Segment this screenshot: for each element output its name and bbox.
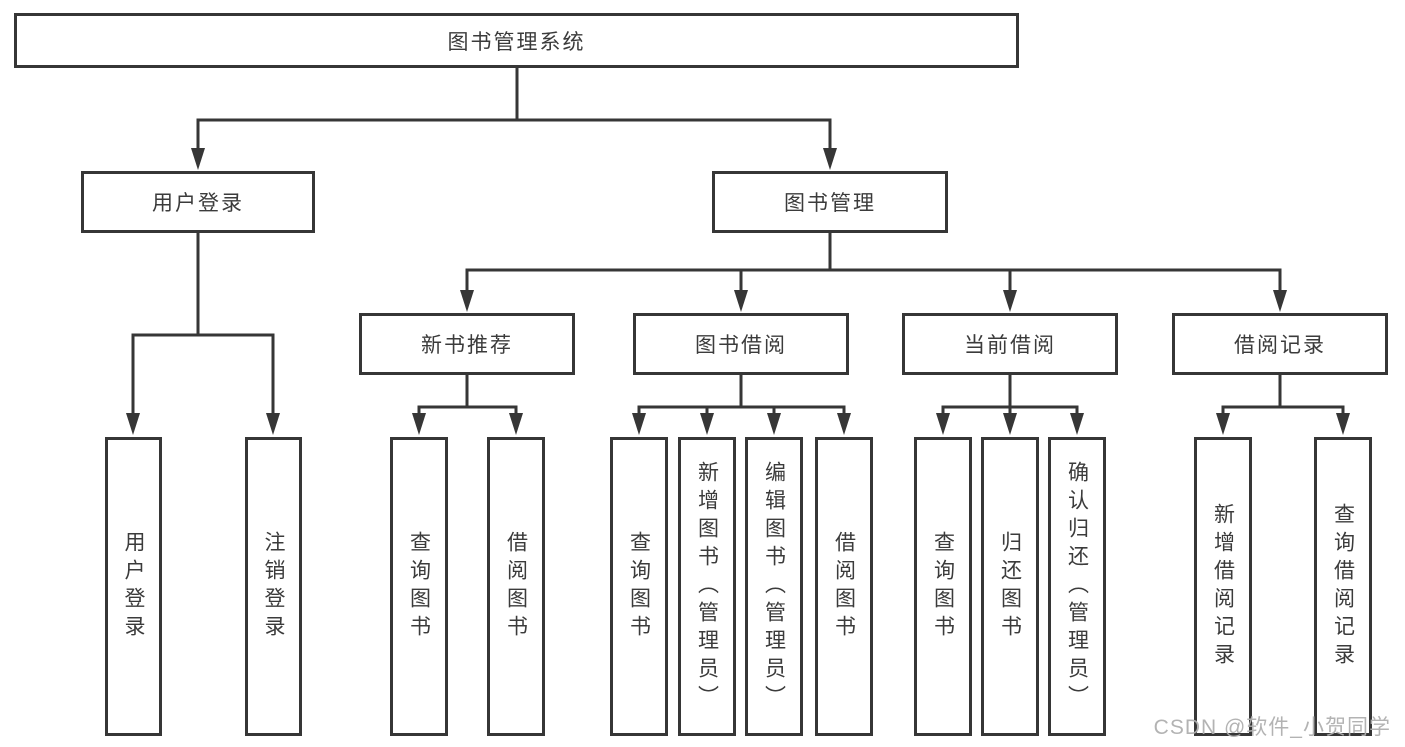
leaf-borrow-books-borrowing: 借阅图书 <box>815 437 873 736</box>
node-book-management: 图书管理 <box>712 171 948 233</box>
leaf-add-books-admin: 新增图书（管理员） <box>678 437 736 736</box>
leaf-edit-books-admin: 编辑图书（管理员） <box>745 437 803 736</box>
node-book-borrowing: 图书借阅 <box>633 313 849 375</box>
node-current-borrowing: 当前借阅 <box>902 313 1118 375</box>
leaf-query-borrow-record-label: 查询借阅记录 <box>1331 502 1355 671</box>
leaf-add-books-admin-label: 新增图书（管理员） <box>695 460 719 713</box>
leaf-query-borrow-record: 查询借阅记录 <box>1314 437 1372 736</box>
leaf-query-books-borrowing-label: 查询图书 <box>627 530 651 643</box>
leaf-confirm-return-admin-label: 确认归还（管理员） <box>1065 460 1089 713</box>
leaf-user-login-label: 用户登录 <box>122 530 145 643</box>
leaf-logout-label: 注销登录 <box>262 530 285 643</box>
leaf-add-borrow-record-label: 新增借阅记录 <box>1211 502 1235 671</box>
leaf-borrow-books-borrowing-label: 借阅图书 <box>832 530 856 643</box>
leaf-query-books-recommend: 查询图书 <box>390 437 448 736</box>
leaf-user-login: 用户登录 <box>105 437 162 736</box>
leaf-borrow-books-recommend-label: 借阅图书 <box>504 530 528 643</box>
leaf-logout: 注销登录 <box>245 437 302 736</box>
leaf-query-books-recommend-label: 查询图书 <box>407 530 431 643</box>
node-user-login: 用户登录 <box>81 171 315 233</box>
leaf-return-books-label: 归还图书 <box>998 530 1022 643</box>
leaf-return-books: 归还图书 <box>981 437 1039 736</box>
leaf-edit-books-admin-label: 编辑图书（管理员） <box>762 460 786 713</box>
csdn-watermark: CSDN @软件_小贺同学 <box>1153 716 1391 739</box>
leaf-borrow-books-recommend: 借阅图书 <box>487 437 545 736</box>
leaf-query-books-current: 查询图书 <box>914 437 972 736</box>
leaf-add-borrow-record: 新增借阅记录 <box>1194 437 1252 736</box>
node-borrowing-records: 借阅记录 <box>1172 313 1388 375</box>
node-new-book-recommend: 新书推荐 <box>359 313 575 375</box>
node-book-management-system: 图书管理系统 <box>14 13 1019 68</box>
leaf-confirm-return-admin: 确认归还（管理员） <box>1048 437 1106 736</box>
leaf-query-books-borrowing: 查询图书 <box>610 437 668 736</box>
leaf-query-books-current-label: 查询图书 <box>931 530 955 643</box>
